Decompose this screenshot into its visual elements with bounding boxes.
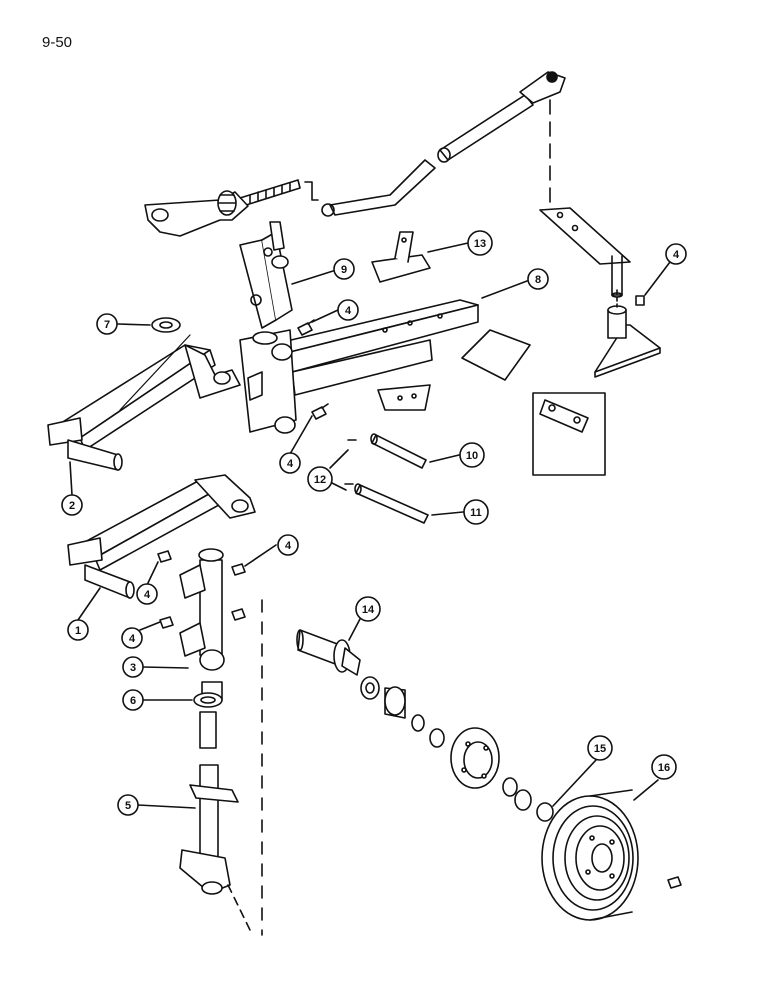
callout-bubble-16: 16 xyxy=(651,754,677,780)
svg-text:4: 4 xyxy=(287,458,294,470)
leader-lines xyxy=(69,242,671,809)
svg-text:9: 9 xyxy=(341,264,347,276)
svg-text:4: 4 xyxy=(345,305,352,317)
callout-bubble-14: 14 xyxy=(355,596,381,622)
radius-arm-1 xyxy=(67,474,256,599)
callout-bubble-4-housing-top: 4 xyxy=(277,534,299,556)
bracket-13 xyxy=(371,231,431,283)
callout-bubble-4-beam: 4 xyxy=(279,452,301,474)
axle-beam-8 xyxy=(239,299,479,434)
callout-bubble-11: 11 xyxy=(463,499,489,525)
wheel-rim-16 xyxy=(541,789,639,921)
callout-bubble-4-housing: 4 xyxy=(121,627,143,649)
callout-bubble-15: 15 xyxy=(587,735,613,761)
kingpin-housing-3 xyxy=(179,548,225,701)
svg-text:6: 6 xyxy=(130,695,136,707)
callout-bubble-4-steering-arm: 4 xyxy=(337,299,359,321)
radius-arm-2 xyxy=(47,334,241,471)
svg-text:3: 3 xyxy=(130,662,136,674)
svg-text:8: 8 xyxy=(535,274,541,286)
callout-bubble-9: 9 xyxy=(333,258,355,280)
inset-box xyxy=(532,392,606,476)
callout-bubble-2: 2 xyxy=(61,494,83,516)
pivot-bracket xyxy=(539,207,661,378)
svg-text:4: 4 xyxy=(285,540,292,552)
svg-text:2: 2 xyxy=(69,500,75,512)
svg-text:15: 15 xyxy=(594,743,606,755)
svg-text:5: 5 xyxy=(125,800,131,812)
callout-bubble-3: 3 xyxy=(122,656,144,678)
plate-upper xyxy=(461,329,531,381)
plate-lower xyxy=(377,384,431,411)
callout-bubble-5: 5 xyxy=(117,794,139,816)
callout-bubble-4-pivot: 4 xyxy=(665,243,687,265)
wheel-hub xyxy=(450,727,500,789)
callout-bubble-1: 1 xyxy=(67,619,89,641)
svg-text:1: 1 xyxy=(75,625,81,637)
page-number: 9-50 xyxy=(42,34,73,51)
bearings xyxy=(360,676,554,822)
spindle-5 xyxy=(179,764,239,895)
svg-text:10: 10 xyxy=(466,450,478,462)
svg-text:11: 11 xyxy=(470,507,482,519)
steering-arm-9 xyxy=(239,221,293,329)
washer-6 xyxy=(193,692,223,708)
svg-text:4: 4 xyxy=(673,249,680,261)
callout-bubble-6: 6 xyxy=(122,689,144,711)
washer-7 xyxy=(151,317,181,333)
callout-bubble-7: 7 xyxy=(96,313,118,335)
svg-text:14: 14 xyxy=(362,604,375,616)
svg-text:16: 16 xyxy=(658,762,670,774)
svg-text:4: 4 xyxy=(144,589,151,601)
pins xyxy=(344,433,429,524)
svg-text:7: 7 xyxy=(104,319,110,331)
svg-text:13: 13 xyxy=(474,238,486,250)
callout-bubble-8: 8 xyxy=(527,268,549,290)
svg-text:12: 12 xyxy=(314,474,326,486)
callout-bubble-10: 10 xyxy=(459,442,485,468)
callout-bubble-4-arm: 4 xyxy=(136,583,158,605)
bushing xyxy=(199,711,217,749)
grease-fittings xyxy=(157,295,682,889)
tie-rod-assembly xyxy=(144,71,566,237)
svg-text:4: 4 xyxy=(129,633,136,645)
callout-bubble-13: 13 xyxy=(467,230,493,256)
callout-bubble-12: 12 xyxy=(307,466,333,492)
stub-axle-14 xyxy=(296,629,361,676)
